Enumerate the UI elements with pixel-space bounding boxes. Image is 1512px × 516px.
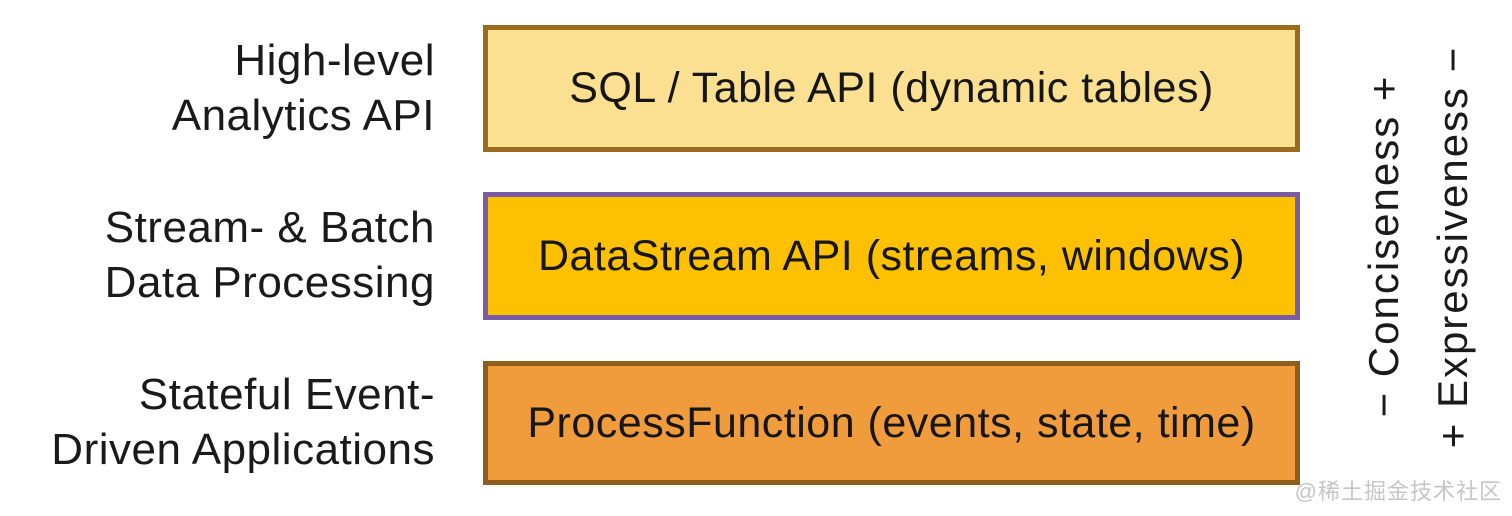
layer-box-sql-table-api: SQL / Table API (dynamic tables): [483, 25, 1300, 152]
conciseness-axis-label: − Conciseness +: [1360, 74, 1407, 418]
watermark-juejin-community: @稀土掘金技术社区: [1294, 479, 1502, 504]
layer-box-processfunction: ProcessFunction (events, state, time): [483, 361, 1300, 485]
layer-box-datastream-api: DataStream API (streams, windows): [483, 192, 1300, 320]
layer-label-stream-batch-processing: Stream- & Batch Data Processing: [10, 200, 435, 310]
label-line: Data Processing: [104, 258, 435, 307]
label-line: Driven Applications: [51, 425, 435, 474]
label-line: High-level: [234, 36, 435, 85]
layer-label-high-level-analytics: High-level Analytics API: [10, 33, 435, 143]
expressiveness-axis-label: + Expressiveness −: [1429, 45, 1476, 449]
label-line: Stream- & Batch: [104, 203, 435, 252]
layer-box-text: ProcessFunction (events, state, time): [527, 398, 1256, 447]
layer-box-text: SQL / Table API (dynamic tables): [569, 64, 1214, 112]
label-line: Analytics API: [171, 91, 435, 140]
label-line: Stateful Event-: [138, 370, 435, 419]
layer-label-stateful-event-driven: Stateful Event- Driven Applications: [10, 367, 435, 477]
layer-box-text: DataStream API (streams, windows): [537, 231, 1246, 280]
